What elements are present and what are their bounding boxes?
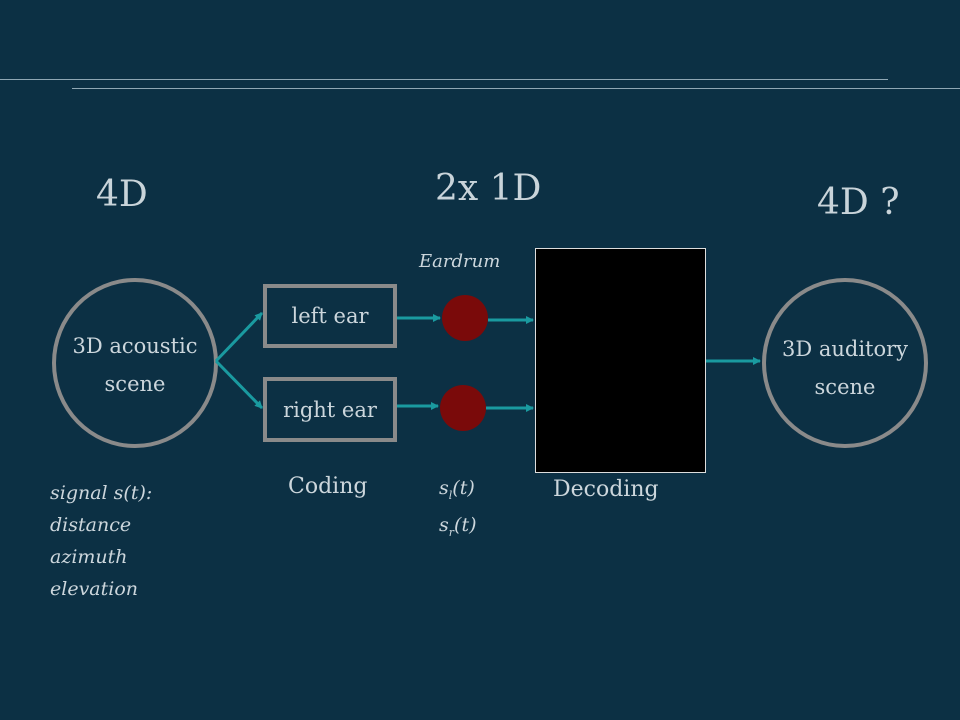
signal-description-item: elevation xyxy=(50,578,139,600)
arrow-source-to-right-ear xyxy=(214,359,264,410)
heading-4d-left: 4D xyxy=(96,174,148,215)
signal-right-base: s xyxy=(439,514,449,536)
signal-left-base: s xyxy=(439,477,449,499)
left-ear-box: left ear xyxy=(263,284,397,348)
right-eardrum-dot xyxy=(440,385,486,431)
acoustic-scene-label-1: 3D acoustic xyxy=(72,334,198,358)
signal-description-item: azimuth xyxy=(50,546,128,568)
signal-left-sub: l xyxy=(448,488,453,502)
signal-left-label: sl(t) xyxy=(439,477,475,502)
arrow-source-to-left-ear xyxy=(214,311,264,363)
auditory-scene-circle: 3D auditory scene xyxy=(762,278,928,448)
coding-label: Coding xyxy=(288,474,368,499)
signal-description: signal s(t): distance azimuth elevation xyxy=(50,477,152,605)
right-ear-box: right ear xyxy=(263,377,397,442)
left-eardrum-dot xyxy=(442,295,488,341)
top-rule-2 xyxy=(72,88,960,89)
signal-right-sub: r xyxy=(448,525,455,539)
signal-description-item: distance xyxy=(50,514,132,536)
auditory-scene-label-2: scene xyxy=(814,375,876,399)
signal-right-arg: (t) xyxy=(454,514,477,536)
signal-left-arg: (t) xyxy=(452,477,475,499)
decoding-black-box xyxy=(535,248,706,473)
acoustic-scene-label-2: scene xyxy=(104,372,166,396)
signal-right-label: sr(t) xyxy=(439,514,477,539)
auditory-scene-label-1: 3D auditory xyxy=(781,337,909,361)
signal-description-title: signal s(t): xyxy=(50,482,153,504)
right-ear-label: right ear xyxy=(283,397,377,422)
heading-2x-1d: 2x 1D xyxy=(435,168,542,209)
left-ear-label: left ear xyxy=(291,304,369,328)
eardrum-label: Eardrum xyxy=(419,251,501,272)
top-rule-1 xyxy=(0,79,888,80)
heading-4d-right: 4D ? xyxy=(817,182,900,223)
decoding-label: Decoding xyxy=(553,477,659,502)
